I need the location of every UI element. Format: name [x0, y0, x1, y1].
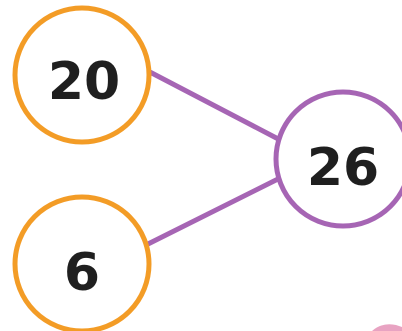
- part-value-top: 20: [48, 52, 120, 112]
- part-circle-top: [12, 5, 152, 145]
- part-value-bottom: 6: [64, 243, 100, 303]
- whole-circle: [273, 89, 402, 229]
- connector-top: [143, 67, 287, 145]
- part-circle-bottom: [12, 194, 152, 331]
- whole-value: 26: [307, 138, 379, 198]
- corner-decoration: [372, 324, 402, 331]
- connector-bottom: [143, 173, 287, 248]
